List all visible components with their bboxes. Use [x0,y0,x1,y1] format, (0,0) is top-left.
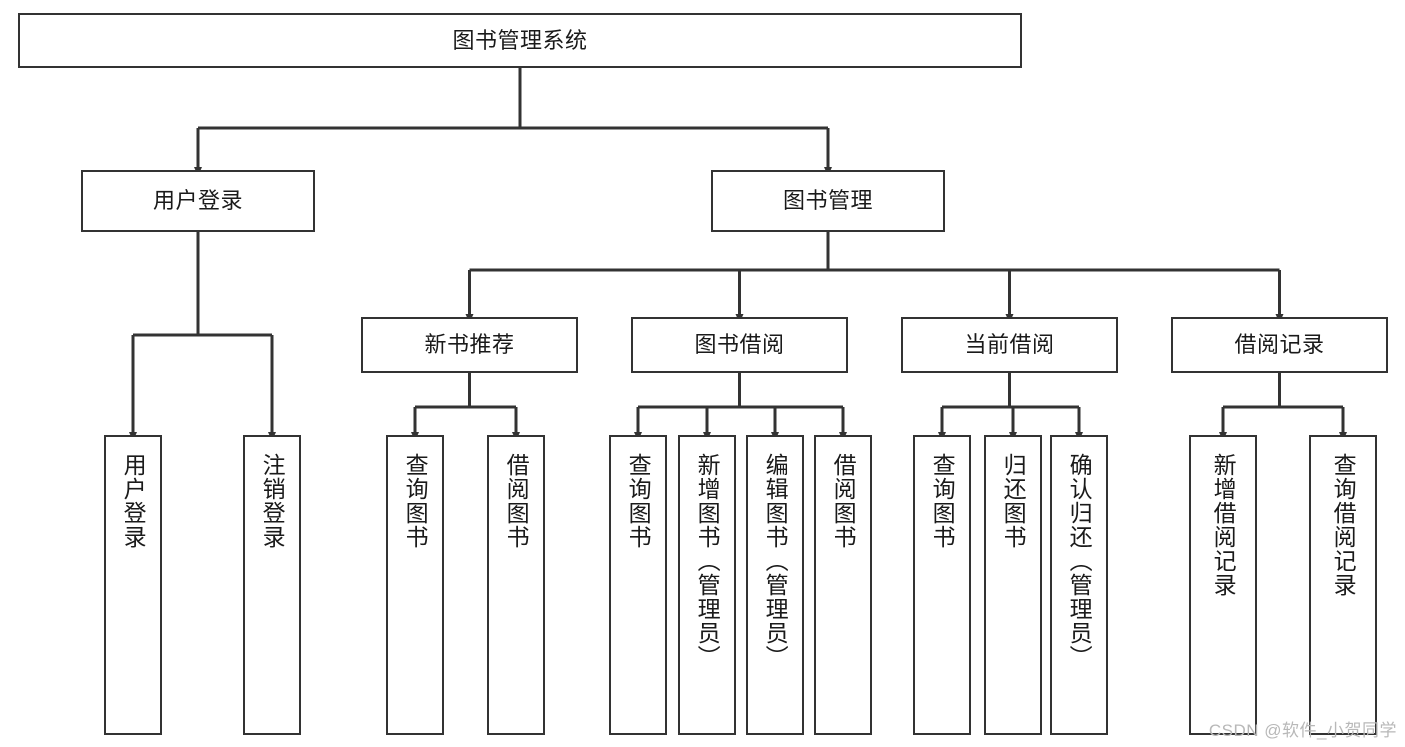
node-label-book-borrow: 图书借阅 [694,332,785,358]
node-book-manage[interactable]: 图书管理 [711,170,945,232]
node-label-root: 图书管理系统 [452,27,588,53]
node-label-leaf-query-book-2: 查询图书 [625,453,652,549]
node-leaf-logout-login[interactable]: 注销登录 [243,435,301,735]
node-root[interactable]: 图书管理系统 [18,13,1022,68]
node-label-user-login: 用户登录 [152,188,243,214]
node-leaf-query-book-1[interactable]: 查询图书 [386,435,444,735]
node-label-leaf-query-book-3: 查询图书 [929,453,956,549]
node-label-leaf-logout-login: 注销登录 [259,453,286,549]
node-leaf-return-book[interactable]: 归还图书 [984,435,1042,735]
node-label-leaf-edit-book-admin: 编辑图书（管理员） [762,453,789,669]
node-label-borrow-record: 借阅记录 [1234,332,1325,358]
node-leaf-query-borrow-record[interactable]: 查询借阅记录 [1309,435,1377,735]
node-label-leaf-add-book-admin: 新增图书（管理员） [694,453,721,669]
node-label-leaf-add-borrow-record: 新增借阅记录 [1210,453,1237,597]
node-book-borrow[interactable]: 图书借阅 [631,317,848,373]
node-leaf-add-borrow-record[interactable]: 新增借阅记录 [1189,435,1257,735]
node-label-leaf-query-book-1: 查询图书 [402,453,429,549]
node-leaf-edit-book-admin[interactable]: 编辑图书（管理员） [746,435,804,735]
node-label-leaf-borrow-book-2: 借阅图书 [830,453,857,549]
node-leaf-confirm-return-admin[interactable]: 确认归还（管理员） [1050,435,1108,735]
node-label-leaf-confirm-return-admin: 确认归还（管理员） [1066,453,1093,669]
node-user-login[interactable]: 用户登录 [81,170,315,232]
node-leaf-query-book-3[interactable]: 查询图书 [913,435,971,735]
node-label-current-borrow: 当前借阅 [964,332,1055,358]
node-leaf-borrow-book-1[interactable]: 借阅图书 [487,435,545,735]
node-label-leaf-return-book: 归还图书 [1000,453,1027,549]
node-label-leaf-user-login: 用户登录 [120,453,147,549]
node-label-leaf-borrow-book-1: 借阅图书 [503,453,530,549]
node-borrow-record[interactable]: 借阅记录 [1171,317,1388,373]
node-new-book-recommend[interactable]: 新书推荐 [361,317,578,373]
node-leaf-user-login[interactable]: 用户登录 [104,435,162,735]
node-label-new-book-recommend: 新书推荐 [424,332,515,358]
node-current-borrow[interactable]: 当前借阅 [901,317,1118,373]
node-label-book-manage: 图书管理 [782,188,873,214]
node-leaf-query-book-2[interactable]: 查询图书 [609,435,667,735]
node-leaf-add-book-admin[interactable]: 新增图书（管理员） [678,435,736,735]
node-leaf-borrow-book-2[interactable]: 借阅图书 [814,435,872,735]
node-label-leaf-query-borrow-record: 查询借阅记录 [1330,453,1357,597]
